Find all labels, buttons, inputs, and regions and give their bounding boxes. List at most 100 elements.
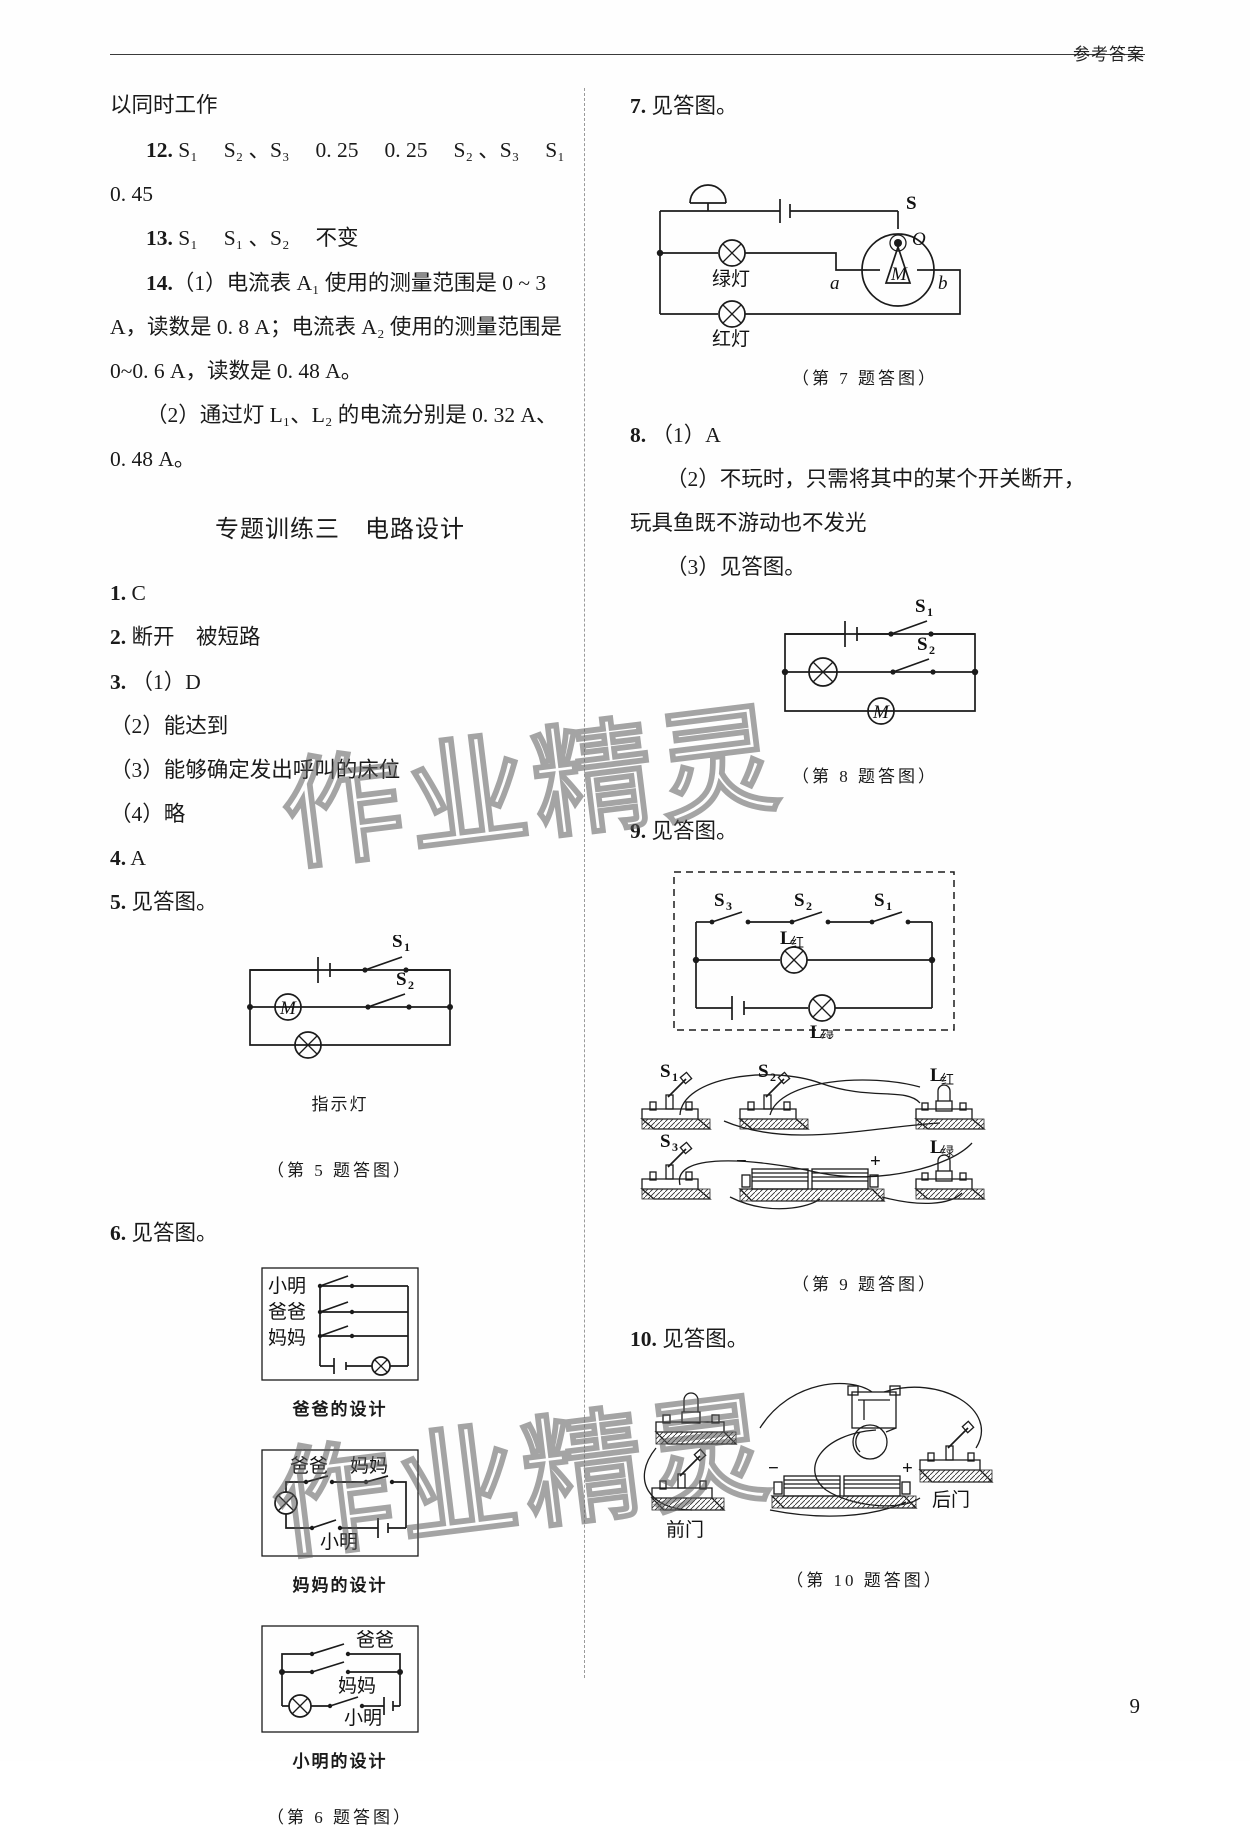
answer-12-number: 12. bbox=[146, 138, 173, 162]
column-divider bbox=[584, 88, 585, 1678]
answer-5: 5. 见答图。 bbox=[110, 880, 570, 925]
figure-q6c-caption: 小明的设计 bbox=[292, 1752, 388, 1772]
figure-q5-label-s2: S bbox=[396, 969, 407, 990]
figure-q10-battery-plus: + bbox=[902, 1458, 913, 1479]
answer-5-text: 见答图。 bbox=[131, 890, 218, 915]
figure-q9-label-lamp-green: L bbox=[810, 1022, 823, 1039]
figure-q9-label-s2-sub: 2 bbox=[806, 899, 812, 913]
figure-q10-label-front-door: 前门 bbox=[666, 1519, 704, 1541]
answer-4: 4. A bbox=[110, 836, 570, 880]
running-header-title: 参考答案 bbox=[1073, 45, 1145, 65]
figure-q6c-label-middle: 妈妈 bbox=[338, 1675, 376, 1697]
answer-12-item-0: S₁ bbox=[178, 138, 198, 162]
figure-q6a-label-row2: 妈妈 bbox=[268, 1327, 306, 1349]
answer-2-number: 2. bbox=[110, 625, 127, 649]
figure-q9-label-s1-sub: 1 bbox=[886, 899, 892, 913]
figure-q6b-caption: 妈妈的设计 bbox=[292, 1576, 388, 1596]
figure-q9-caption: （第 9 题答图） bbox=[792, 1275, 938, 1294]
figure-q6a-label-row0: 小明 bbox=[268, 1275, 306, 1297]
figure-q5-lamp-caption: 指示灯 bbox=[311, 1095, 369, 1115]
figure-q9-pictorial: S 1 S 2 bbox=[640, 1061, 986, 1210]
figure-q9p-battery-plus: + bbox=[870, 1151, 881, 1172]
figure-q8-circuit: S 1 S 2 M bbox=[781, 599, 979, 725]
battery-holder-q10: − + bbox=[768, 1458, 918, 1509]
figure-q7-label-red-lamp: 红灯 bbox=[712, 328, 750, 349]
answer-7-text: 见答图。 bbox=[651, 94, 738, 119]
answer-6: 6. 见答图。 bbox=[110, 1211, 570, 1256]
figure-q9-schematic: S 3 S 2 S 1 bbox=[673, 871, 955, 1039]
switch-block-front-door bbox=[650, 1448, 726, 1511]
answer-13-item-2: 不变 bbox=[315, 226, 359, 251]
figure-q6-caption: （第 6 题答图） bbox=[267, 1808, 413, 1827]
figure-q9-label-s2: S bbox=[794, 890, 805, 911]
figure-q9p-label-s2-sub: 2 bbox=[770, 1070, 776, 1084]
answer-3-p2: （2）能达到 bbox=[110, 714, 229, 738]
figure-q7-label-m: M bbox=[890, 264, 908, 285]
figure-q9p-label-s1: S bbox=[660, 1061, 671, 1082]
figure-q5-caption: （第 5 题答图） bbox=[267, 1161, 413, 1180]
figure-q5-circuit: S 1 M S 2 bbox=[247, 935, 453, 1059]
figure-q9p-label-s3: S bbox=[660, 1131, 671, 1152]
figure-q7-label-green-lamp: 绿灯 bbox=[712, 268, 750, 290]
answer-8-number: 8. bbox=[630, 423, 647, 447]
answer-10-number: 10. bbox=[630, 1327, 657, 1351]
answer-9-number: 9. bbox=[630, 819, 647, 843]
answer-13-number: 13. bbox=[146, 226, 173, 250]
answer-3-p3: （3）能够确定发出呼叫的床位 bbox=[110, 758, 401, 782]
figure-q6b-circuit: 爸爸 妈妈 小明 bbox=[261, 1449, 419, 1557]
answer-1: 1. C bbox=[110, 571, 570, 615]
figure-q9p-label-lamp-red: L bbox=[930, 1065, 943, 1086]
electric-bell bbox=[847, 1385, 901, 1460]
figure-q9p-label-s2: S bbox=[758, 1061, 769, 1082]
answer-3-number: 3. bbox=[110, 670, 127, 694]
figure-q10-pictorial: − + 前门 bbox=[643, 1382, 994, 1541]
answer-13-item-1: S₁ 、S₂ bbox=[223, 226, 290, 250]
figure-q9-label-lamp-red: L bbox=[780, 928, 793, 949]
figure-q6b-label-bottom: 小明 bbox=[320, 1531, 358, 1553]
figure-q7-label-o: O bbox=[912, 229, 926, 250]
figure-q6a-circuit: 小明 爸爸 妈妈 bbox=[261, 1267, 419, 1381]
figure-q7-circuit: S 绿灯 a 红灯 b O M bbox=[656, 184, 961, 349]
lamp-block-green bbox=[914, 1154, 986, 1200]
answer-4-number: 4. bbox=[110, 846, 127, 870]
figure-q9p-label-lamp-green-sub: 绿 bbox=[941, 1145, 954, 1160]
answer-10: 10. 见答图。 bbox=[630, 1317, 1100, 1362]
answer-6-text: 见答图。 bbox=[131, 1221, 218, 1246]
answer-14-part1: 14.（1）电流表 A₁ 使用的测量范围是 0 ~ 3 A，读数是 0. 8 A… bbox=[110, 261, 570, 393]
figure-q8-label-s2-sub: 2 bbox=[929, 643, 935, 657]
figure-q7-caption: （第 7 题答图） bbox=[792, 369, 938, 388]
answer-8: 8. （1）A bbox=[630, 413, 1100, 457]
answer-12-item-5: S₁ bbox=[545, 138, 565, 162]
figure-q6c-label-top: 爸爸 bbox=[356, 1629, 394, 1651]
answer-9-text: 见答图。 bbox=[651, 819, 738, 844]
right-column: 7. 见答图。 S 绿灯 a bbox=[630, 84, 1100, 1603]
figure-q8-label-s1-sub: 1 bbox=[927, 605, 933, 619]
answer-12-wrap: 0. 45 bbox=[110, 182, 153, 206]
figure-q6a-caption: 爸爸的设计 bbox=[292, 1400, 388, 1420]
figure-q9p-label-s3-sub: 3 bbox=[672, 1140, 678, 1154]
figure-q7-label-b: b bbox=[938, 273, 948, 294]
answer-3-p1: （1）D bbox=[131, 670, 201, 694]
switch-block-s2 bbox=[738, 1071, 810, 1130]
answer-12-item-4: S₂ 、S₃ bbox=[453, 138, 520, 162]
answer-2-text: 断开 被短路 bbox=[131, 625, 261, 650]
figure-q10-caption: （第 10 题答图） bbox=[786, 1571, 944, 1590]
figure-q8-caption: （第 8 题答图） bbox=[792, 767, 938, 786]
answer-10-text: 见答图。 bbox=[662, 1327, 749, 1352]
switch-block-s1 bbox=[640, 1071, 712, 1130]
header-divider-rule bbox=[110, 54, 1145, 55]
answer-2: 2. 断开 被短路 bbox=[110, 615, 570, 660]
figure-q9p-label-lamp-red-sub: 红 bbox=[941, 1072, 954, 1088]
answer-4-text: A bbox=[130, 846, 146, 870]
answer-13-item-0: S₁ bbox=[178, 226, 198, 250]
answer-6-number: 6. bbox=[110, 1221, 127, 1245]
figure-q5-label-s2-sub: 2 bbox=[408, 978, 414, 992]
figure-q9-label-lamp-red-sub: 红 bbox=[791, 935, 804, 951]
figure-q6c-circuit: 爸爸 妈妈 小明 bbox=[261, 1625, 419, 1733]
figure-q6c-label-bottom: 小明 bbox=[344, 1707, 382, 1729]
figure-q8-label-s1: S bbox=[915, 599, 926, 617]
answer-13: 13. S₁ S₁ 、S₂ 不变 bbox=[110, 216, 570, 261]
page-number: 9 bbox=[1129, 1694, 1141, 1718]
